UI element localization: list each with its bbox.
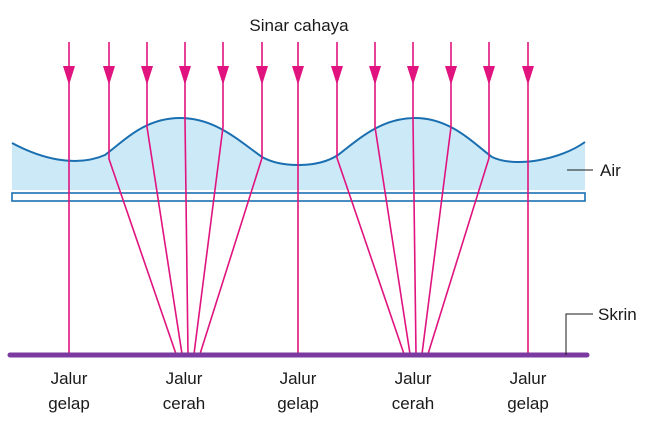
band-label-line2: cerah bbox=[392, 394, 435, 413]
screen-label: Skrin bbox=[598, 305, 637, 324]
arrowhead-icon bbox=[256, 66, 268, 85]
screen-leader-line bbox=[566, 314, 593, 355]
light-rays-title: Sinar cahaya bbox=[249, 16, 349, 35]
band-label-line1: Jalur bbox=[280, 369, 317, 388]
arrowhead-icon bbox=[369, 66, 381, 85]
band-label-line2: cerah bbox=[163, 394, 206, 413]
arrowhead-icon bbox=[103, 66, 115, 85]
band-labels: Jalur gelap Jalur cerah Jalur gelap Jalu… bbox=[48, 369, 549, 413]
arrowhead-icon bbox=[522, 66, 534, 85]
band-label-line2: gelap bbox=[48, 394, 90, 413]
band-label-line1: Jalur bbox=[395, 369, 432, 388]
band-label-line1: Jalur bbox=[51, 369, 88, 388]
arrowhead-icon bbox=[179, 66, 191, 85]
arrowhead-icon bbox=[141, 66, 153, 85]
arrowhead-icon bbox=[445, 66, 457, 85]
arrowhead-icon bbox=[407, 66, 419, 85]
ray-arrowheads bbox=[63, 66, 534, 85]
arrowhead-icon bbox=[63, 66, 75, 85]
water-label: Air bbox=[600, 161, 621, 180]
band-label-line2: gelap bbox=[277, 394, 319, 413]
arrowhead-icon bbox=[331, 66, 343, 85]
band-label-line1: Jalur bbox=[166, 369, 203, 388]
arrowhead-icon bbox=[217, 66, 229, 85]
arrowhead-icon bbox=[483, 66, 495, 85]
band-label-line2: gelap bbox=[507, 394, 549, 413]
arrowhead-icon bbox=[292, 66, 304, 85]
band-label-line1: Jalur bbox=[510, 369, 547, 388]
